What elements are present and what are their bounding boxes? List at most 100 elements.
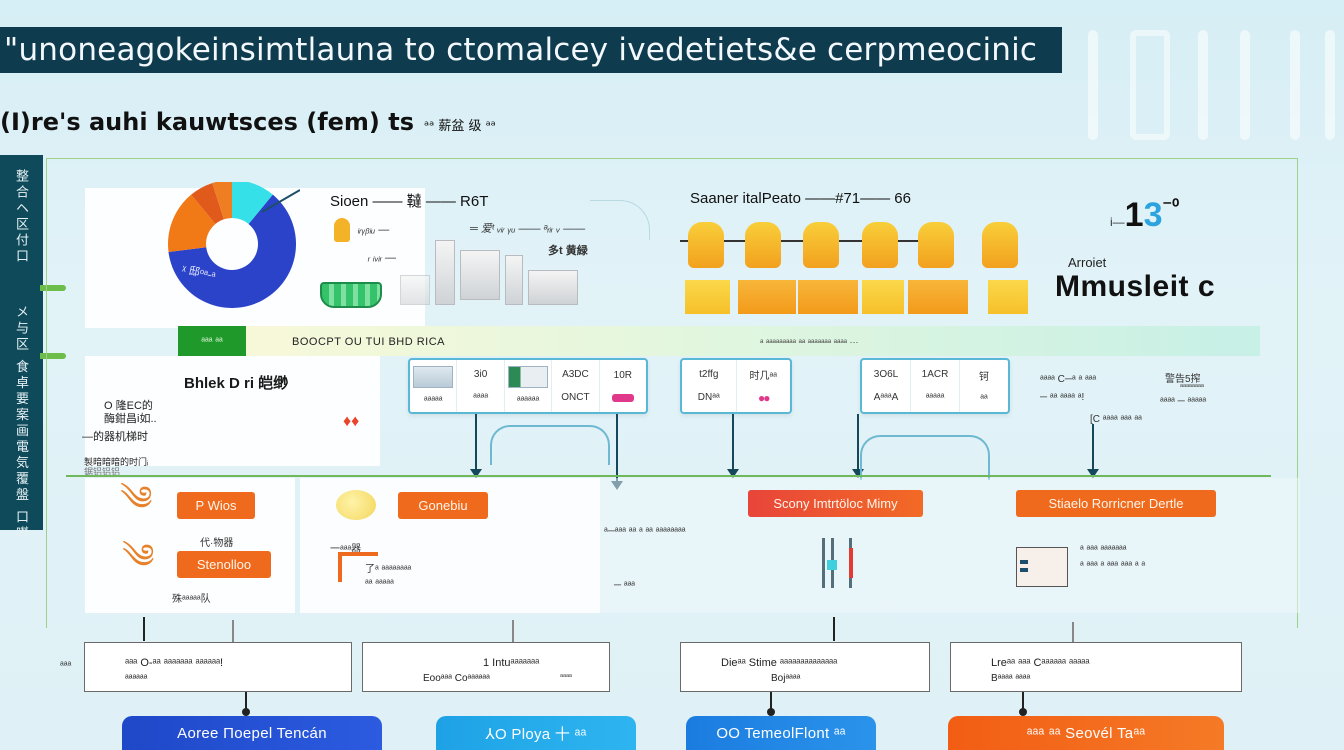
mid-line: 鋸铝铝铝 xyxy=(84,467,121,477)
connector xyxy=(1072,622,1074,642)
annotation: 多t 黄緑 xyxy=(548,245,588,257)
connector-curve xyxy=(860,435,990,480)
chain-line xyxy=(680,240,920,242)
donut-segment-orange xyxy=(168,194,216,253)
annotation: ═ 爱ᵗ ᵥᵢᵣ ᵧᵤ —— ᵃᵣᵢᵣ ᵥ —— xyxy=(470,223,586,235)
action-pill[interactable]: Aoree Ποepel Tencán xyxy=(122,716,382,750)
card-cell-value: 钶 xyxy=(979,372,989,383)
note: 一ᵃᵃᵃ器 xyxy=(330,544,362,555)
card-cell-label: AᵃᵃᵃA xyxy=(873,392,899,403)
leaf-icon xyxy=(40,285,66,291)
annotation: ᵢᵣᵧᵦᵢᵤ — xyxy=(358,224,390,236)
thumbnail-icon xyxy=(508,366,549,389)
chain-block xyxy=(685,280,730,314)
card-cell-value: 3i0 xyxy=(473,369,488,380)
section-divider xyxy=(66,475,1271,477)
connector xyxy=(143,617,145,641)
card-cell[interactable]: ᵃᵃᵃᵃᵃᵃ xyxy=(505,360,553,412)
step-aside: ᵃᵃᵃᵃ xyxy=(560,672,572,681)
step-box: Dieᵃᵃ Stime ᵃᵃᵃᵃᵃᵃᵃᵃᵃᵃᵃᵃᵃᵃ Bojᵃᵃᵃᵃ xyxy=(680,642,930,692)
section-a-title: Sioen —— 韃 —— R6T xyxy=(330,193,489,210)
chain-figure-icon xyxy=(982,222,1018,268)
mid-line: —的器机梯时 xyxy=(82,431,148,443)
stage-tag[interactable]: P Wios xyxy=(177,492,255,519)
card-cell[interactable]: 钶 ᵃᵃ xyxy=(960,360,1008,412)
card-cell-value: 3O6L xyxy=(873,369,899,380)
status-dots-icon: ●● xyxy=(758,390,770,405)
step-box: ᵃᵃᵃ O-ᵃᵃ ᵃᵃᵃᵃᵃᵃᵃ ᵃᵃᵃᵃᵃᵃ! ᵃᵃᵃᵃᵃᵃ xyxy=(84,642,352,692)
side-note: 警告5搾 xyxy=(1165,374,1201,385)
card-cell-label: ᵃᵃᵃᵃᵃ xyxy=(925,392,945,403)
stage-tag[interactable]: Stenolloo xyxy=(177,551,271,578)
step-line: ᵃᵃᵃ O-ᵃᵃ ᵃᵃᵃᵃᵃᵃᵃ ᵃᵃᵃᵃᵃᵃ! xyxy=(125,657,224,669)
side-note: ᵃᵃᵃᵃ ─ ᵃᵃᵃᵃᵃ xyxy=(1160,396,1207,407)
card-cell[interactable]: 3i0 ᵃᵃᵃᵃ xyxy=(457,360,505,412)
chain-figure-icon xyxy=(745,222,781,268)
machine-illustration-icon xyxy=(320,282,382,308)
stage-tag[interactable]: Scony Imtrtöloc Mimy xyxy=(748,490,923,517)
title-banner: "unoneagokeinsimtlauna to ctomalcey ived… xyxy=(0,27,1062,73)
mid-line: O 隆EC的 xyxy=(104,400,153,412)
card-cell[interactable]: 3O6L AᵃᵃᵃA xyxy=(862,360,911,412)
donut-segment-amber xyxy=(212,182,232,220)
chain-block xyxy=(862,280,904,314)
stage-tag[interactable]: Stiaelo Rorricner Dertle xyxy=(1016,490,1216,517)
step-box: 1 Intuᵃᵃᵃᵃᵃᵃᵃ Eooᵃᵃᵃ Coᵃᵃᵃᵃᵃᵃ xyxy=(362,642,610,692)
subtitle: (I)re's auhi kauwtsces (fem) ts ᵃᵃ 薪盆 级 ᵃ… xyxy=(0,108,496,136)
main-frame xyxy=(46,158,1298,628)
note: 殊ᵃᵃᵃᵃᵃ队 xyxy=(172,594,211,605)
chain-block xyxy=(908,280,968,314)
chain-block xyxy=(798,280,858,314)
ornament-icon: ༄ xyxy=(120,480,153,518)
sidebar-label: メ与区 食卓要案画電気覆盤 口㘇 xyxy=(14,305,29,543)
subtitle-text: (I)re's auhi kauwtsces (fem) ts xyxy=(0,108,415,136)
stat-digit: 1 xyxy=(1124,196,1144,234)
card-cell[interactable]: 10R xyxy=(600,360,646,412)
note: 了ᵃ ᵃᵃᵃᵃᵃᵃᵃᵃ xyxy=(365,564,412,575)
step-line: Bojᵃᵃᵃᵃ xyxy=(771,673,801,684)
card-cell-label: ᵃᵃᵃᵃᵃ xyxy=(423,394,443,406)
card-cell-value: t2ffg xyxy=(699,369,719,380)
card-cell-label: ᵃᵃ xyxy=(980,393,988,404)
donut-chart xyxy=(168,182,300,308)
connector xyxy=(232,620,234,642)
factory-illustration xyxy=(400,230,600,310)
donut-segment-cyan xyxy=(232,182,273,224)
action-pill[interactable]: ᵃᵃᵃ ᵃᵃ Seovél Taᵃᵃ xyxy=(948,716,1224,750)
side-note: ─ ᵃᵃ ᵃᵃᵃᵃ ᵃ! xyxy=(1040,392,1085,403)
chain-block xyxy=(738,280,796,314)
mid-left-panel xyxy=(85,356,380,466)
sidebar-label: 整合ヘ区付口 xyxy=(14,169,29,265)
down-arrow-icon xyxy=(1087,424,1099,478)
monitor-icon xyxy=(1016,547,1068,587)
note: 代·物器 xyxy=(200,538,234,549)
action-pill[interactable]: ⅄O Ploya 十 ᵃᵃ xyxy=(436,716,636,750)
stage-tag[interactable]: Gonebiu xyxy=(398,492,488,519)
subtitle-tail: ᵃᵃ 薪盆 级 ᵃᵃ xyxy=(424,119,496,134)
connector xyxy=(512,620,514,642)
card-cell-label: ᵃᵃᵃᵃ xyxy=(473,392,489,403)
stat-digit-accent: 3 xyxy=(1143,196,1163,234)
action-pill[interactable]: OO TemeolFlont ᵃᵃ xyxy=(686,716,876,750)
card-cell-label: ᵃᵃᵃᵃᵃᵃ xyxy=(516,394,540,406)
card-cell[interactable]: ᵃᵃᵃᵃᵃ xyxy=(410,360,458,412)
connector xyxy=(833,617,835,641)
card-cell-label: ONCT xyxy=(561,392,590,403)
stat-caption: Arroiet xyxy=(1068,255,1107,270)
step-line: Bᵃᵃᵃᵃ ᵃᵃᵃᵃ xyxy=(991,673,1031,684)
down-arrow-icon xyxy=(852,414,864,478)
donut-segment-dark-orange xyxy=(191,183,224,224)
chain-figure-icon xyxy=(688,222,724,268)
note: ᵃ ᵃᵃᵃ ᵃᵃᵃᵃᵃᵃᵃ xyxy=(1080,544,1127,555)
side-note: [C ᵃᵃᵃᵃ ᵃᵃᵃ ᵃᵃ xyxy=(1090,414,1142,425)
band-text-right: ᵃ ᵃᵃᵃᵃᵃᵃᵃᵃᵃ ᵃᵃ ᵃᵃᵃᵃᵃᵃᵃ ᵃᵃᵃᵃ ··· xyxy=(760,337,859,347)
card-cell[interactable]: 时几ᵃᵃ ●● xyxy=(737,360,791,412)
thumbnail-icon xyxy=(413,366,454,389)
section-b-title: Saaner italPeato ——#71—— 66 xyxy=(690,190,911,207)
card-cell-value: 时几ᵃᵃ xyxy=(749,371,777,383)
